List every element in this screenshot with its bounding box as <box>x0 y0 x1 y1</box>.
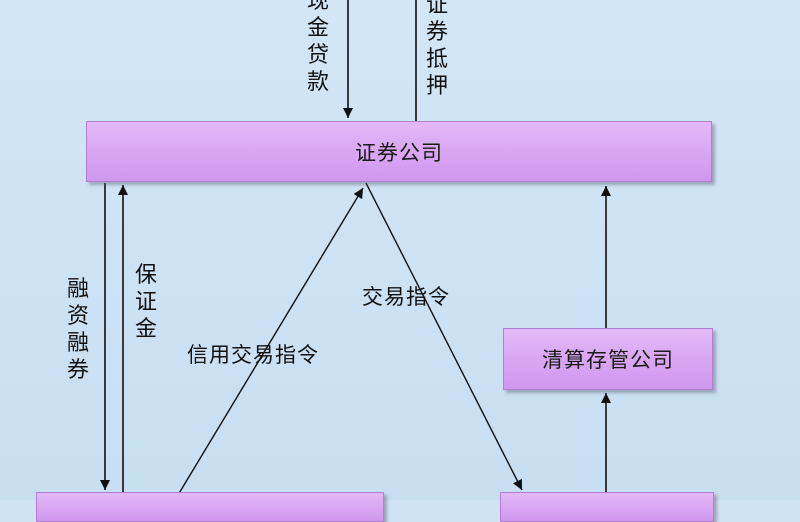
label-cash-loan: 现金贷款 <box>306 0 329 95</box>
arrow-trade-order <box>365 182 523 491</box>
clearing-company-label: 清算存管公司 <box>542 348 674 372</box>
label-margin-finance: 融资融券 <box>66 277 89 383</box>
arrow-credit-trade-order <box>174 187 364 500</box>
label-securities-pledge: 证券抵押 <box>425 0 448 99</box>
clearing-company-node: 清算存管公司 <box>503 328 713 390</box>
bottom-right-node <box>500 492 714 522</box>
securities-company-label: 证券公司 <box>355 140 443 165</box>
securities-company-node: 证券公司 <box>86 121 712 182</box>
label-trade-order: 交易指令 <box>362 285 450 309</box>
label-deposit: 保证金 <box>134 263 157 342</box>
label-credit-trade-order: 信用交易指令 <box>187 343 319 367</box>
arrow-layer <box>100 0 611 500</box>
bottom-left-node <box>36 492 384 522</box>
